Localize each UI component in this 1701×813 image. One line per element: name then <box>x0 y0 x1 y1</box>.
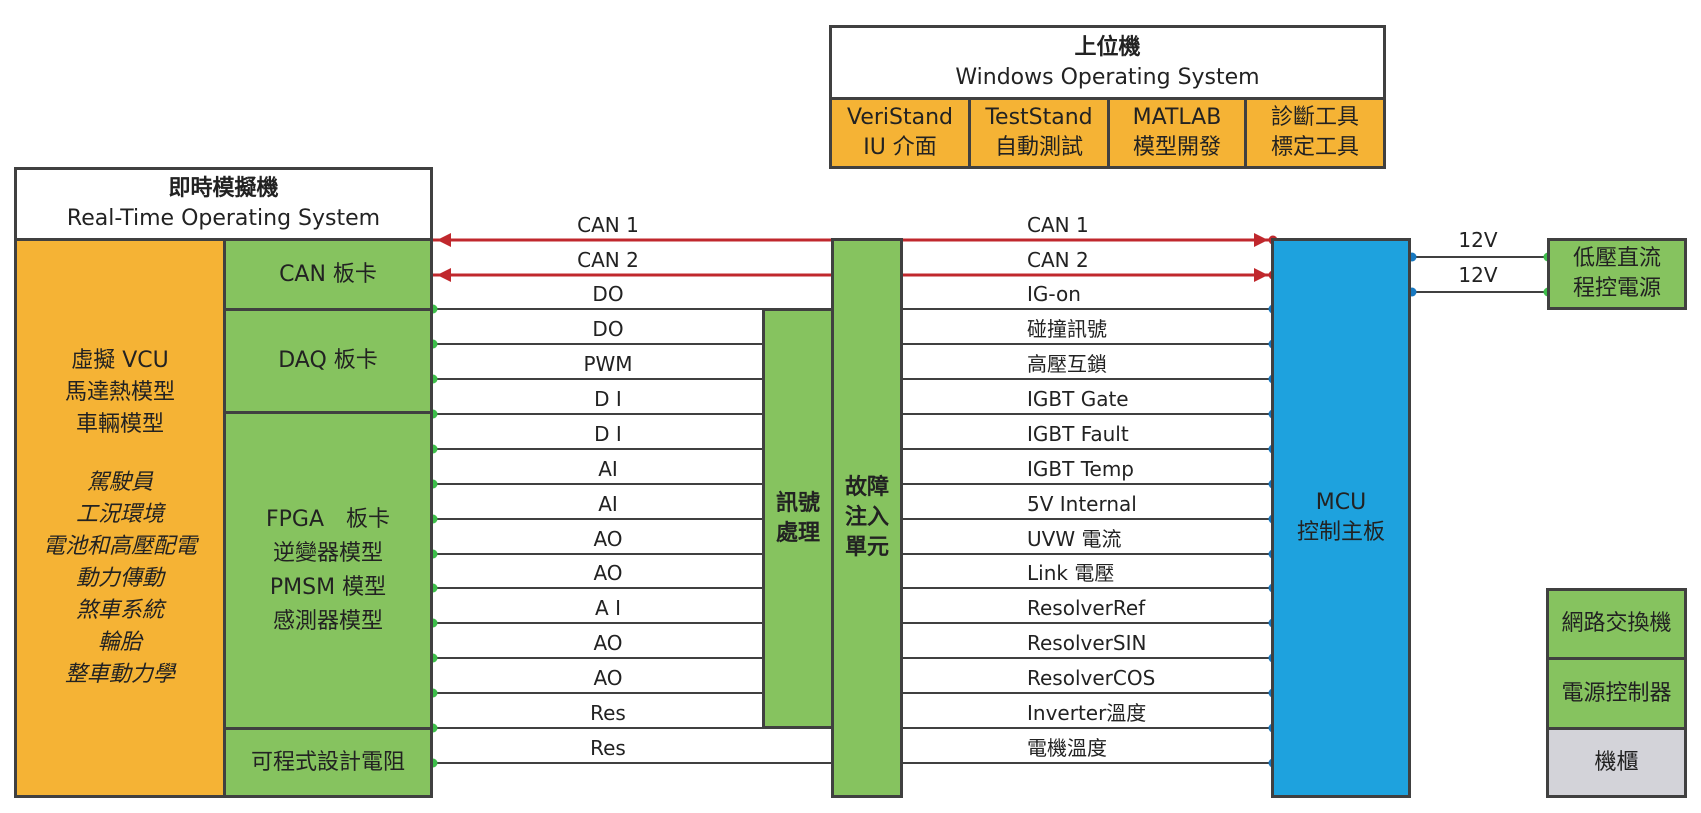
mcu-board: MCU 控制主板 <box>1271 238 1411 798</box>
host-pc-subtitle: Windows Operating System <box>955 64 1260 90</box>
tool-purpose: IU 介面 <box>863 135 937 160</box>
left-signal-label: AO <box>593 527 623 551</box>
right-signal-label: IGBT Fault <box>1027 422 1129 446</box>
fpga-card: FPGA 板卡 逆變器模型 PMSM 模型 感測器模型 <box>223 411 433 730</box>
model-item: 虛擬 VCU <box>71 348 169 373</box>
right-signal-label: ResolverCOS <box>1027 666 1156 690</box>
fault-unit-label: 單元 <box>844 535 889 560</box>
cabinet-item-label: 機櫃 <box>1594 749 1639 775</box>
model-item: 駕駛員 <box>86 470 153 495</box>
host-tool-veristand: VeriStand IU 介面 <box>829 97 971 169</box>
left-signal-label: CAN 1 <box>577 213 639 237</box>
fpga-card-line: 逆變器模型 <box>272 540 383 566</box>
dc-power-supply: 低壓直流 程控電源 <box>1547 238 1687 310</box>
fault-unit-label: 注入 <box>844 505 889 530</box>
tool-purpose: 標定工具 <box>1270 135 1359 160</box>
signal-processing-label: 處理 <box>775 520 820 546</box>
right-signal-label: 電機溫度 <box>1027 736 1107 760</box>
can-card-label: CAN 板卡 <box>279 261 377 287</box>
cabinet-item-label: 電源控制器 <box>1561 680 1672 706</box>
daq-card: DAQ 板卡 <box>223 308 433 414</box>
can-arrow-right <box>1254 233 1268 247</box>
model-item: 馬達熱模型 <box>64 380 175 405</box>
daq-card-label: DAQ 板卡 <box>278 348 378 373</box>
fpga-card-line: 感測器模型 <box>272 608 383 634</box>
right-signal-label: 高壓互鎖 <box>1027 352 1107 376</box>
model-item: 煞車系統 <box>75 598 164 623</box>
power-supply-label: 低壓直流 <box>1572 246 1661 271</box>
left-signal-label: AI <box>598 492 618 516</box>
fault-unit-label: 故障 <box>844 475 889 500</box>
left-signal-label: D I <box>594 422 622 446</box>
right-signal-label: CAN 2 <box>1027 248 1089 272</box>
cabinet-item-label: 網路交換機 <box>1561 611 1672 636</box>
network-switch: 網路交換機 <box>1546 588 1687 660</box>
right-signal-label: Inverter溫度 <box>1027 701 1147 725</box>
left-signal-label: AO <box>593 561 623 585</box>
tool-name: 診斷工具 <box>1270 105 1359 130</box>
host-pc-header: 上位機 Windows Operating System <box>829 25 1386 100</box>
right-signal-label: CAN 1 <box>1027 213 1089 237</box>
left-signal-label: PWM <box>583 352 633 376</box>
tool-name: TestStand <box>985 105 1093 130</box>
model-item: 動力傳動 <box>75 566 164 591</box>
left-signal-label: CAN 2 <box>577 248 639 272</box>
right-signal-label: ResolverRef <box>1027 596 1146 620</box>
left-signal-label: DO <box>592 317 624 341</box>
tool-purpose: 自動測試 <box>994 135 1083 160</box>
fpga-card-line: PMSM 模型 <box>269 574 387 600</box>
fpga-card-line: FPGA 板卡 <box>265 506 391 532</box>
mcu-label: 控制主板 <box>1296 520 1385 545</box>
can-arrow-left <box>437 233 451 247</box>
right-signal-label: 5V Internal <box>1027 492 1137 516</box>
realtime-title: 即時模擬機 <box>168 176 279 201</box>
left-signal-label: AI <box>598 457 618 481</box>
host-tool-matlab: MATLAB 模型開發 <box>1107 97 1247 169</box>
left-signal-label: AO <box>593 631 623 655</box>
signal-processing-label: 訊號 <box>775 490 820 516</box>
right-signal-label: ResolverSIN <box>1027 631 1147 655</box>
left-signal-label: D I <box>594 387 622 411</box>
realtime-machine-header: 即時模擬機 Real-Time Operating System <box>14 167 433 241</box>
resistor-card-label: 可程式設計電阻 <box>250 749 405 775</box>
fault-injection-unit: 故障 注入 單元 <box>831 238 903 798</box>
can-arrow-right <box>1254 268 1268 282</box>
power-controller: 電源控制器 <box>1546 657 1687 730</box>
resistor-card: 可程式設計電阻 <box>223 727 433 798</box>
right-signal-label: UVW 電流 <box>1027 527 1122 551</box>
right-signal-label: IGBT Temp <box>1027 457 1134 481</box>
can-card: CAN 板卡 <box>223 238 433 311</box>
tool-name: VeriStand <box>846 105 953 130</box>
left-signal-label: A I <box>595 596 621 620</box>
model-item: 車輛模型 <box>75 412 164 437</box>
left-signal-label: Res <box>590 701 626 725</box>
can-arrow-left <box>437 268 451 282</box>
tool-purpose: 模型開發 <box>1132 135 1221 160</box>
supply-label-2: 12V <box>1458 263 1498 287</box>
left-signal-label: AO <box>593 666 623 690</box>
realtime-models: 虛擬 VCU 馬達熱模型 車輛模型 駕駛員 工況環境 電池和高壓配電 動力傳動 … <box>14 238 226 798</box>
power-supply-label: 程控電源 <box>1572 276 1661 301</box>
right-signal-label: Link 電壓 <box>1027 561 1115 585</box>
supply-label-1: 12V <box>1458 228 1498 252</box>
host-tool-diagnostics: 診斷工具 標定工具 <box>1244 97 1386 169</box>
right-signal-label: 碰撞訊號 <box>1027 317 1107 341</box>
mcu-label: MCU <box>1315 490 1367 515</box>
left-signal-label: DO <box>592 282 624 306</box>
model-item: 輪胎 <box>97 630 142 655</box>
cabinet: 機櫃 <box>1546 727 1687 798</box>
signal-processing-block: 訊號 處理 <box>762 308 834 729</box>
left-signal-label: Res <box>590 736 626 760</box>
right-signal-label: IG-on <box>1027 282 1081 306</box>
model-item: 整車動力學 <box>64 662 175 687</box>
tool-name: MATLAB <box>1132 105 1222 130</box>
model-item: 電池和高壓配電 <box>42 534 197 559</box>
host-tool-teststand: TestStand 自動測試 <box>968 97 1110 169</box>
model-item: 工況環境 <box>75 502 164 527</box>
realtime-subtitle: Real-Time Operating System <box>66 206 381 231</box>
right-signal-label: IGBT Gate <box>1027 387 1129 411</box>
host-pc-title: 上位機 <box>1074 34 1141 60</box>
